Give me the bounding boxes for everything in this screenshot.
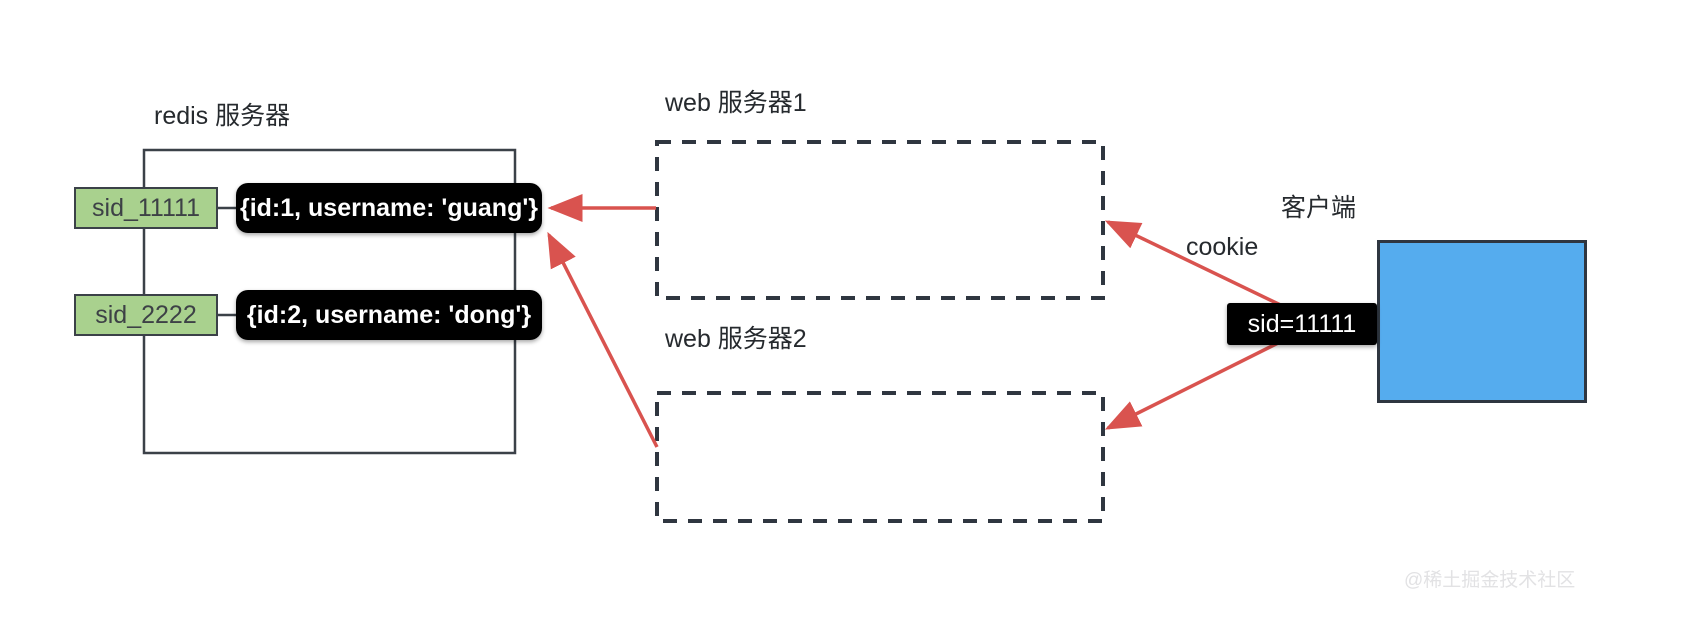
session-key-1[interactable]: sid_11111: [74, 187, 218, 229]
session-value-1[interactable]: {id:1, username: 'guang'}: [236, 183, 542, 233]
cookie-value-box[interactable]: sid=11111: [1227, 303, 1377, 345]
web-server-1-title: web 服务器1: [665, 89, 807, 117]
client-box[interactable]: [1377, 240, 1587, 403]
session-key-2[interactable]: sid_2222: [74, 294, 218, 336]
client-title: 客户端: [1281, 194, 1357, 222]
web-server-1-box: [655, 140, 1105, 300]
watermark: @稀土掘金技术社区: [1404, 570, 1576, 591]
web-server-2-title: web 服务器2: [665, 325, 807, 353]
web-server-2-box: [655, 391, 1105, 523]
redis-server-title: redis 服务器: [154, 102, 291, 130]
redis-container-outline: [142, 148, 517, 455]
session-value-2[interactable]: {id:2, username: 'dong'}: [236, 290, 542, 340]
arrow-web2-to-redis: [547, 231, 659, 448]
cookie-label: cookie: [1186, 233, 1259, 261]
